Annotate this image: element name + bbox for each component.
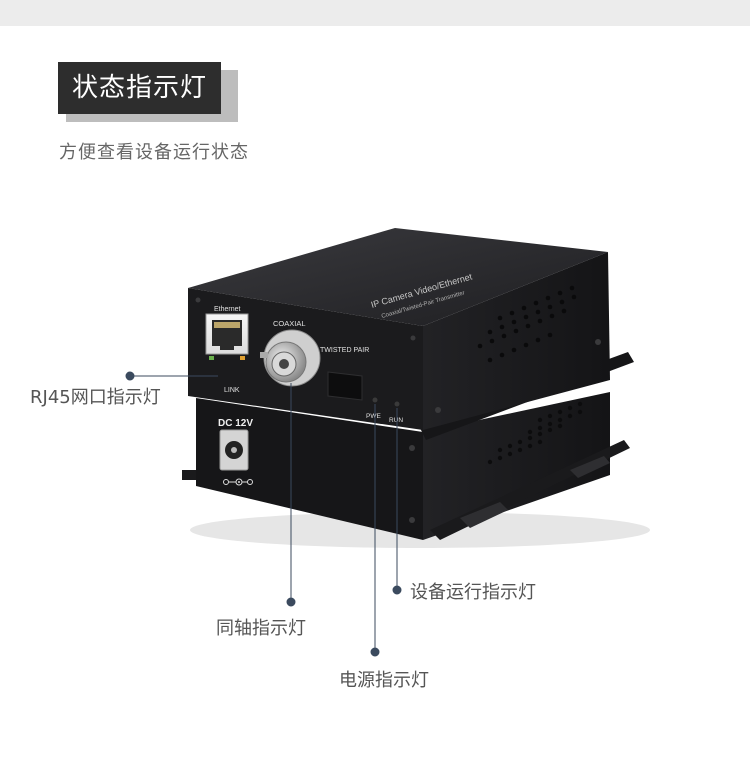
ethernet-print: Ethernet bbox=[214, 306, 241, 313]
rj45-indicator-label: RJ45网口指示灯 bbox=[30, 387, 161, 408]
run-indicator-label: 设备运行指示灯 bbox=[410, 582, 536, 603]
front-panel: Ethernet LINK COAXIAL TWISTED PAIR PWE R… bbox=[205, 306, 403, 424]
twisted-pair-print: TWISTED PAIR bbox=[320, 347, 369, 354]
callout-power bbox=[370, 404, 380, 657]
lower-unit bbox=[182, 392, 630, 540]
coaxial-print: COAXIAL bbox=[273, 319, 306, 328]
upper-unit bbox=[188, 228, 610, 430]
callout-coaxial bbox=[286, 383, 296, 607]
top-bar bbox=[0, 0, 750, 26]
callout-run bbox=[392, 408, 402, 595]
callout-rj45 bbox=[125, 371, 218, 381]
link-print: LINK bbox=[224, 387, 240, 394]
bnc-connector bbox=[260, 329, 321, 387]
section-subtitle: 方便查看设备运行状态 bbox=[59, 142, 249, 163]
power-indicator-label: 电源指示灯 bbox=[339, 670, 429, 691]
dc-power: DC 12V bbox=[218, 418, 253, 486]
run-led bbox=[394, 401, 400, 407]
section-title: 状态指示灯 bbox=[58, 62, 222, 114]
coaxial-indicator-label: 同轴指示灯 bbox=[216, 618, 306, 639]
run-print: RUN bbox=[389, 417, 403, 424]
pwe-led bbox=[372, 397, 378, 403]
polarity-symbol bbox=[223, 478, 253, 486]
rj45-port bbox=[205, 313, 249, 360]
dc-print: DC 12V bbox=[218, 418, 253, 429]
pwe-print: PWE bbox=[366, 413, 381, 420]
